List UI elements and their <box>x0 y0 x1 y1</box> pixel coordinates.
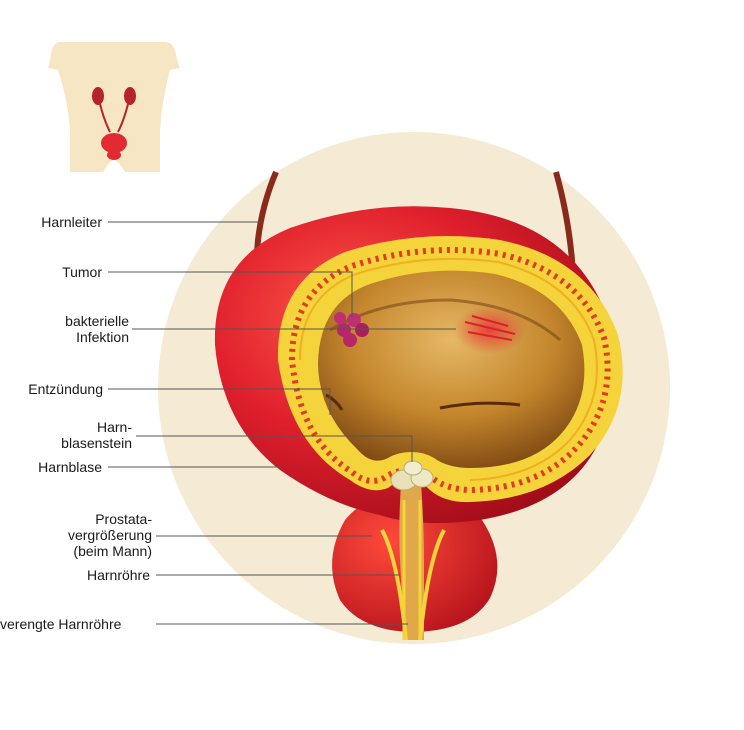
label-entzuendung: Entzündung <box>28 381 103 397</box>
label-harnroehre-text: Harnröhre <box>86 567 150 583</box>
label-verengt: verengte Harnröhre <box>0 616 121 632</box>
label-verengt-text: verengte Harnröhre <box>0 616 122 632</box>
label-stein-line2: blasenstein <box>61 435 132 451</box>
label-tumor-text: Tumor <box>62 264 102 280</box>
bladder-stone-icon <box>390 460 434 491</box>
label-stein: Harn- blasenstein <box>61 419 132 451</box>
label-entzuendung-text: Entzündung <box>28 381 103 397</box>
label-infektion-line1: bakterielle <box>65 313 129 329</box>
body-thumbnail-icon <box>48 42 180 172</box>
label-infektion-line2: Infektion <box>76 329 129 345</box>
label-prostata-line1: Prostata- <box>95 511 152 527</box>
label-harnleiter-text: Harnleiter <box>41 214 102 230</box>
label-stein-line1: Harn- <box>96 419 132 435</box>
label-harnroehre: Harnröhre <box>87 567 150 583</box>
label-harnleiter: Harnleiter <box>41 214 102 230</box>
label-prostata-line2: vergrößerung <box>67 527 152 543</box>
tumor-icon <box>334 312 369 347</box>
label-harnblase: Harnblase <box>38 459 102 475</box>
infection-patch <box>454 306 526 354</box>
label-tumor: Tumor <box>62 264 102 280</box>
label-harnblase-text: Harnblase <box>38 459 102 475</box>
leader-lines <box>108 221 456 625</box>
label-prostata-line3: (beim Mann) <box>73 543 152 559</box>
label-prostata: Prostata- vergrößerung (beim Mann) <box>68 511 152 559</box>
label-infektion: bakterielle Infektion <box>65 313 129 345</box>
